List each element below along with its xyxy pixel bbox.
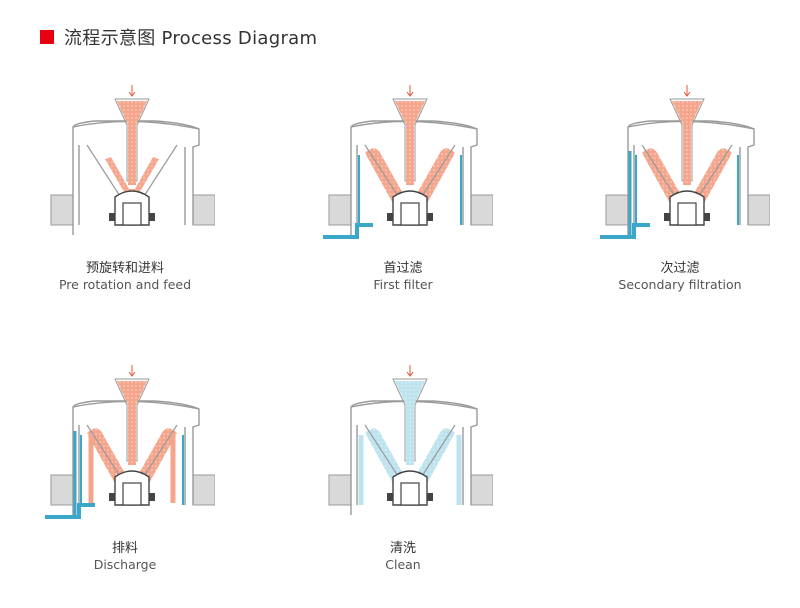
hub-core — [400, 482, 420, 506]
frame-wall-left — [50, 474, 74, 506]
feed-arrow — [406, 365, 414, 377]
step-pre-rotation-and-feed: 预旋转和进料 Pre rotation and feed — [25, 85, 225, 293]
frame-wall-right — [747, 194, 770, 226]
page-title: 流程示意图 Process Diagram — [64, 28, 318, 49]
filtrate-wall — [80, 435, 184, 505]
centrifuge-diagram — [50, 85, 215, 235]
frame-wall-left — [605, 194, 629, 226]
basket-cake — [87, 428, 177, 487]
frame-wall-left — [328, 474, 352, 506]
hub-bolt-left — [109, 213, 115, 221]
step-first-filter: 首过滤 First filter — [303, 85, 503, 293]
step-label-en: Secondary filtration — [618, 277, 742, 292]
hub-bolt-right — [427, 213, 433, 221]
frame-wall-right — [192, 194, 215, 226]
hub-core — [122, 482, 142, 506]
basket-cake — [365, 428, 455, 487]
hub-core — [400, 202, 420, 226]
basket-cake — [105, 157, 159, 197]
feed-column — [395, 381, 425, 465]
step-label-cn: 首过滤 — [383, 261, 423, 276]
centrifuge-diagram — [323, 85, 493, 239]
feed-arrow — [683, 85, 691, 97]
feed-column — [117, 381, 147, 465]
feed-arrow — [128, 85, 136, 97]
feed-column — [395, 101, 425, 185]
step-label-cn: 预旋转和进料 — [85, 261, 164, 276]
hub-bolt-left — [664, 213, 670, 221]
basket-cake — [365, 148, 455, 207]
feed-column — [672, 101, 702, 185]
hub-bolt-right — [149, 213, 155, 221]
hub-bolt-left — [387, 213, 393, 221]
discharge-cake — [88, 435, 176, 503]
casing-outline — [627, 120, 755, 235]
step-label-cn: 排料 — [111, 541, 138, 556]
hub-core — [122, 202, 142, 226]
filtrate-outlet — [323, 223, 373, 239]
hub-bolt-right — [149, 493, 155, 501]
feed-arrow — [128, 365, 136, 377]
hub-bolt-left — [387, 493, 393, 501]
step-secondary-filtration: 次过滤 Secondary filtration — [580, 85, 780, 293]
step-clean: 清洗 Clean — [303, 365, 503, 573]
feed-hopper-outline — [669, 98, 705, 182]
feed-hopper-outline — [392, 98, 428, 182]
step-label-en: Clean — [385, 557, 421, 572]
frame-wall-right — [192, 474, 215, 506]
step-discharge: 排料 Discharge — [25, 365, 225, 573]
frame-wall-left — [328, 194, 352, 226]
hub-core — [677, 202, 697, 226]
centrifuge-diagram — [600, 85, 770, 239]
feed-hopper-outline — [114, 98, 150, 182]
feed-hopper-outline — [392, 378, 428, 462]
step-label-cn: 次过滤 — [660, 261, 700, 276]
filtrate-outlet — [600, 223, 650, 239]
centrifuge-diagram — [328, 365, 493, 515]
wash-film — [358, 435, 462, 505]
step-label-en: Pre rotation and feed — [58, 277, 192, 292]
frame-wall-right — [470, 474, 493, 506]
step-label-en: First filter — [373, 277, 433, 292]
header-marker — [40, 30, 54, 44]
frame-wall-right — [470, 194, 493, 226]
hub-bolt-left — [109, 493, 115, 501]
filtrate-outlet — [45, 503, 95, 519]
filtrate-wall — [635, 155, 739, 225]
step-label-cn: 清洗 — [389, 541, 416, 556]
feed-column — [117, 101, 147, 185]
casing-outline — [350, 400, 478, 515]
frame-wall-left — [50, 194, 74, 226]
hub-bolt-right — [427, 493, 433, 501]
feed-arrow — [406, 85, 414, 97]
casing-outline — [72, 400, 200, 515]
feed-hopper-outline — [114, 378, 150, 462]
page-header: 流程示意图 Process Diagram — [40, 24, 317, 50]
hub-bolt-right — [704, 213, 710, 221]
centrifuge-diagram — [45, 365, 215, 519]
filtrate-wall — [358, 155, 462, 225]
step-label-en: Discharge — [93, 557, 157, 572]
casing-outline — [350, 120, 478, 235]
casing-outline — [72, 120, 200, 235]
basket-cake — [642, 148, 732, 207]
